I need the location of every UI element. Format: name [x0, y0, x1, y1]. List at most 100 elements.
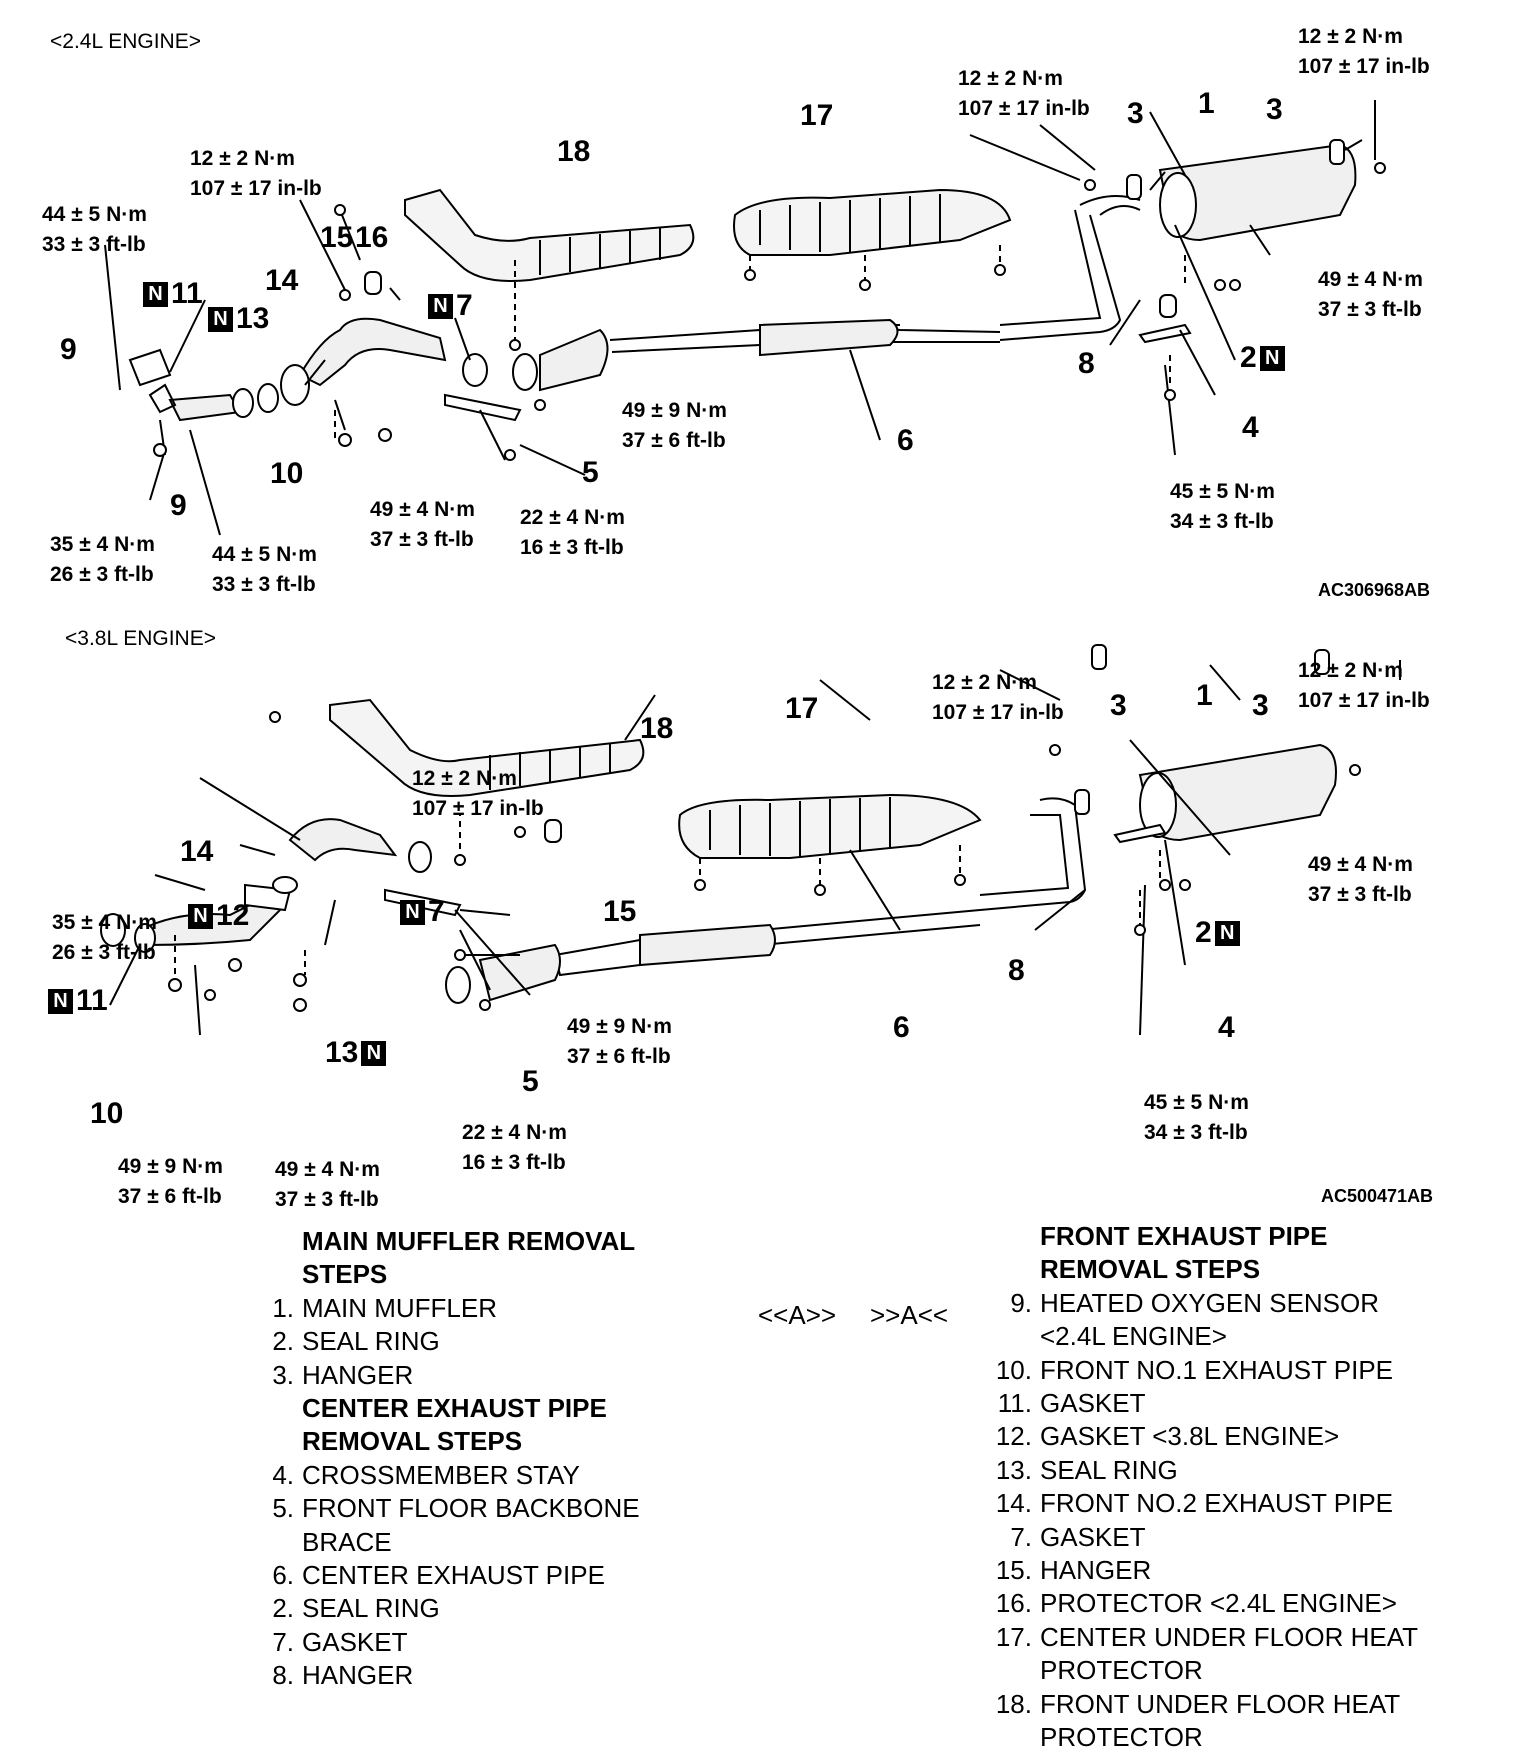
exhaust-illustration-2-4l	[104, 100, 1386, 536]
step-item: 11.GASKET	[997, 1388, 1146, 1419]
step-item: 6.CENTER EXHAUST PIPE	[272, 1560, 605, 1591]
torque-spec: 35 ± 4 N·m 26 ± 3 ft-lb	[50, 530, 155, 590]
callout-18: 18	[557, 135, 591, 168]
torque-imperial: 16 ± 3 ft-lb	[520, 536, 624, 559]
torque-nm: 12 ± 2 N·m	[958, 67, 1063, 90]
callout-3: 3	[1110, 689, 1127, 722]
step-item: 7.GASKET	[1010, 1521, 1146, 1552]
callout-1: 1	[1196, 679, 1213, 712]
torque-imperial: 26 ± 3 ft-lb	[52, 941, 156, 964]
torque-nm: 12 ± 2 N·m	[1298, 659, 1403, 682]
torque-spec: 22 ± 4 N·m 16 ± 3 ft-lb	[462, 1118, 567, 1178]
callout-14: 14	[265, 264, 299, 297]
torque-spec: 12 ± 2 N·m 107 ± 17 in-lb	[190, 144, 322, 204]
callout-15: 15	[603, 895, 637, 928]
callout-17: 17	[800, 99, 834, 132]
torque-spec: 49 ± 4 N·m 37 ± 3 ft-lb	[370, 495, 475, 555]
torque-spec: 22 ± 4 N·m 16 ± 3 ft-lb	[520, 503, 625, 563]
torque-nm: 12 ± 2 N·m	[190, 147, 295, 170]
torque-spec: 35 ± 4 N·m 26 ± 3 ft-lb	[52, 908, 157, 968]
callout-3: 3	[1266, 93, 1283, 126]
step-item: 4.CROSSMEMBER STAY	[272, 1459, 580, 1490]
callout-3: 3	[1252, 689, 1269, 722]
step-item: PROTECTOR	[1040, 1655, 1203, 1686]
torque-spec: 45 ± 5 N·m 34 ± 3 ft-lb	[1144, 1088, 1249, 1148]
callout-6: 6	[893, 1011, 910, 1044]
callout-15: 15	[320, 221, 354, 254]
torque-nm: 35 ± 4 N·m	[52, 911, 157, 934]
step-item: 13.SEAL RING	[995, 1454, 1178, 1485]
figure-code-3-8l: AC500471AB	[1321, 1186, 1434, 1206]
steps-heading: FRONT EXHAUST PIPE REMOVAL STEPS	[1040, 1221, 1328, 1285]
torque-spec: 49 ± 9 N·m 37 ± 6 ft-lb	[567, 1012, 672, 1072]
step-item: 15.HANGER	[995, 1555, 1152, 1586]
torque-imperial: 33 ± 3 ft-lb	[212, 573, 316, 596]
callout-3: 3	[1127, 97, 1144, 130]
torque-nm: 49 ± 4 N·m	[370, 498, 475, 521]
new-part-n-icon: N	[400, 900, 425, 925]
torque-imperial: 107 ± 17 in-lb	[1298, 689, 1430, 712]
callout-9: 9	[60, 333, 77, 366]
step-item: BRACE	[302, 1526, 392, 1557]
torque-nm: 45 ± 5 N·m	[1144, 1091, 1249, 1114]
new-part-n-icon: N	[48, 989, 73, 1014]
torque-nm: 45 ± 5 N·m	[1170, 480, 1275, 503]
torque-imperial: 37 ± 6 ft-lb	[118, 1185, 222, 1208]
callout-4: 4	[1242, 411, 1259, 444]
new-part-n-icon: N	[208, 307, 233, 332]
installation-mark: >>A<<	[870, 1300, 949, 1330]
torque-imperial: 107 ± 17 in-lb	[190, 177, 322, 200]
figure-code-2-4l: AC306968AB	[1318, 580, 1431, 600]
torque-imperial: 34 ± 3 ft-lb	[1144, 1121, 1248, 1144]
torque-nm: 12 ± 2 N·m	[412, 767, 517, 790]
step-item: PROTECTOR	[1040, 1722, 1203, 1753]
step-item: 2.SEAL RING	[272, 1593, 440, 1624]
step-item: 8.HANGER	[272, 1660, 414, 1691]
step-item: <2.4L ENGINE>	[1040, 1321, 1227, 1352]
torque-nm: 49 ± 9 N·m	[567, 1015, 672, 1038]
torque-imperial: 37 ± 3 ft-lb	[370, 528, 474, 551]
front-exhaust-pipe-steps: FRONT EXHAUST PIPE REMOVAL STEPS 9.HEATE…	[978, 1220, 1478, 1755]
torque-imperial: 107 ± 17 in-lb	[1298, 55, 1430, 78]
torque-nm: 22 ± 4 N·m	[462, 1121, 567, 1144]
torque-spec: 49 ± 9 N·m 37 ± 6 ft-lb	[118, 1152, 223, 1212]
step-item: 9.HEATED OXYGEN SENSOR	[1010, 1287, 1380, 1318]
main-muffler-steps: MAIN MUFFLER REMOVAL STEPS 1.MAIN MUFFLE…	[240, 1225, 690, 1693]
removal-mark: <<A>>	[758, 1300, 837, 1330]
torque-imperial: 37 ± 3 ft-lb	[275, 1188, 379, 1211]
step-item: 5.FRONT FLOOR BACKBONE	[272, 1493, 640, 1524]
step-item: 12.GASKET <3.8L ENGINE>	[995, 1421, 1340, 1452]
engine-label-3-8l: <3.8L ENGINE>	[65, 627, 216, 650]
new-part-n-icon: N	[188, 904, 213, 929]
callout-18: 18	[640, 712, 674, 745]
torque-imperial: 16 ± 3 ft-lb	[462, 1151, 566, 1174]
torque-nm: 35 ± 4 N·m	[50, 533, 155, 556]
torque-imperial: 26 ± 3 ft-lb	[50, 563, 154, 586]
callout-14: 14	[180, 835, 214, 868]
callout-9: 9	[170, 489, 187, 522]
torque-nm: 49 ± 9 N·m	[118, 1155, 223, 1178]
callout-10: 10	[270, 457, 304, 490]
callout-4: 4	[1218, 1011, 1235, 1044]
torque-nm: 22 ± 4 N·m	[520, 506, 625, 529]
callout-5: 5	[582, 456, 599, 489]
steps-heading: CENTER EXHAUST PIPE REMOVAL STEPS	[302, 1393, 607, 1457]
callout-16: 16	[355, 221, 389, 254]
torque-imperial: 37 ± 3 ft-lb	[1308, 883, 1412, 906]
step-item: 2.SEAL RING	[272, 1326, 440, 1357]
torque-imperial: 37 ± 6 ft-lb	[567, 1045, 671, 1068]
torque-nm: 49 ± 9 N·m	[622, 399, 727, 422]
